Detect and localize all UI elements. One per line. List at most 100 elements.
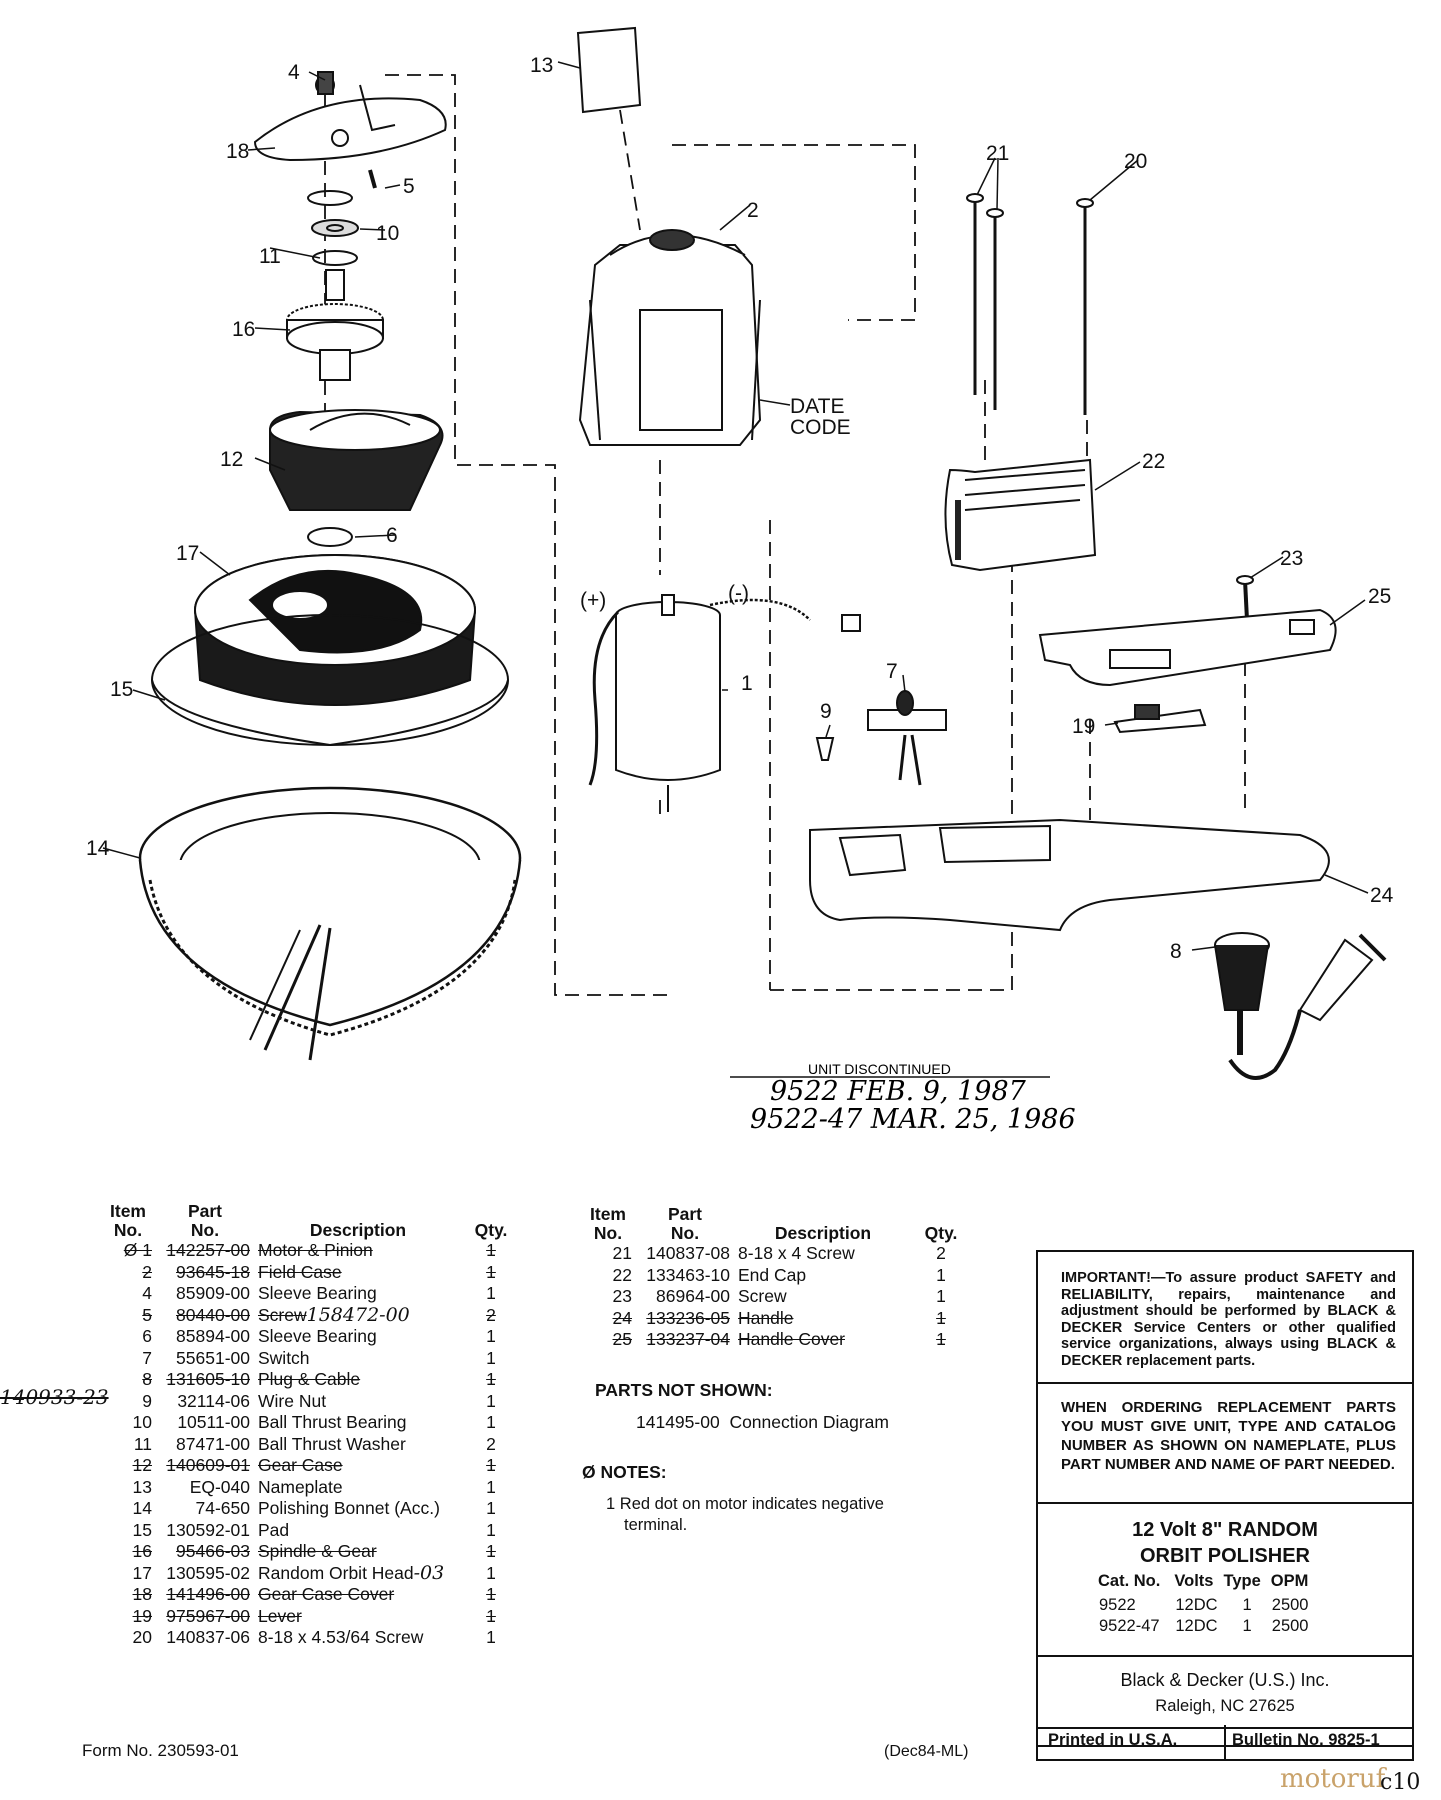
part-cell: 140609-01 [166,1455,250,1475]
callout-14: 14 [86,837,110,860]
handwritten-note: -03 [413,1561,445,1584]
qty-cell: 1 [936,1264,946,1285]
callout-16: 16 [232,318,255,341]
spindle-gear-part [286,269,384,381]
spec-type: 1 [1242,1617,1252,1635]
printed-box: Printed in U.S.A. [1036,1725,1226,1761]
spec-volts: 12DC [1175,1617,1218,1635]
gear-case-part [269,409,444,511]
callout-2: 2 [747,199,759,222]
spec-header-type: Type [1223,1572,1261,1590]
description-cell: Sleeve Bearing [258,1283,377,1303]
description-cell: End Cap [738,1264,807,1285]
callout-9: 9 [820,700,832,723]
product-title-line2: ORBIT POLISHER [1139,1545,1310,1567]
company-name: Black & Decker (U.S.) Inc. [1120,1670,1330,1690]
qty-cell: 1 [936,1286,946,1306]
product-title-line1: 12 Volt 8" RANDOM [1132,1519,1318,1541]
handwritten-note: 158472-00 [306,1303,410,1326]
qty-cell: 1 [486,1455,496,1475]
description-cell: Field Case [258,1261,342,1282]
discontinued-heading: UNIT DISCONTINUED [808,1061,951,1077]
random-orbit-head-part [194,554,476,706]
description-cell: Switch [258,1347,310,1368]
callout-23: 23 [1280,547,1303,570]
item-cell: 19 [132,1605,152,1626]
notes-heading: Ø NOTES: [582,1462,667,1482]
item-cell: 22 [612,1264,632,1285]
exploded-parts-diagram: 4 13 18 5 11 10 16 12 6 17 15 14 2 DATE … [86,26,1394,1135]
item-cell: 8 [142,1369,152,1389]
discontinued-line-1: 9522 FEB. 9, 1987 [770,1076,1027,1107]
callout-date: DATE [790,395,844,418]
callout-1: 1 [741,672,753,695]
item-cell: 14 [132,1498,152,1518]
part-cell: 85894-00 [176,1326,250,1346]
part-cell: 10511-00 [177,1412,250,1432]
date-code: (Dec84-ML) [884,1743,969,1760]
qty-cell: 1 [486,1498,496,1518]
part-cell: 133236-05 [646,1307,730,1328]
note-1: 1 Red dot on motor indicates negative te… [606,1494,884,1536]
qty-cell: 1 [486,1627,496,1647]
callout-10: 10 [376,222,399,245]
callout-11: 11 [259,245,281,268]
description-cell: Motor & Pinion [258,1240,373,1260]
description-cell: 8-18 x 4.53/64 Screw [258,1627,424,1647]
part-cell: 74-650 [195,1498,251,1518]
item-cell: 4 [142,1283,152,1303]
handle-part [809,818,1330,932]
callout-25: 25 [1368,585,1391,608]
spec-volts: 12DC [1175,1596,1218,1614]
description-cell: Pad [258,1519,290,1540]
qty-cell: 1 [486,1283,496,1303]
description-cell: 8-18 x 4 Screw [738,1243,855,1263]
table-row: 4 85909-00 Sleeve Bearing 1 [100,1283,520,1305]
part-cell: 85909-00 [176,1283,250,1303]
product-spec-table: Cat. No. Volts Type OPM 9522 12DC 1 2500… [1098,1572,1309,1637]
qty-cell: 1 [486,1347,496,1368]
printed-in: Printed in U.S.A. [1048,1731,1178,1749]
description-cell: Plug & Cable [258,1369,361,1389]
callout-minus: (-) [728,582,749,605]
gear-case-cover-part [253,71,447,162]
info-divider-1 [1038,1382,1412,1384]
parts-not-shown-item: 141495-00 Connection Diagram [636,1412,889,1433]
callout-21: 21 [986,142,1009,165]
part-cell: 93645-18 [176,1261,250,1282]
item-cell: 7 [142,1347,152,1368]
spec-cat: 9522-47 [1099,1617,1160,1635]
part-cell: 141496-00 [166,1584,250,1604]
callout-6: 6 [386,524,398,547]
callout-8: 8 [1170,940,1182,963]
description-cell: Screw [738,1286,787,1306]
item-cell: 17 [132,1562,152,1583]
item-cell: 9 [142,1390,152,1411]
qty-cell: 1 [936,1329,946,1349]
qty-cell: 1 [486,1261,496,1282]
spec-header-cat: Cat. No. [1098,1572,1161,1590]
item-cell: 13 [132,1476,152,1497]
item-cell: 20 [132,1627,152,1647]
qty-cell: 1 [486,1476,496,1497]
callout-12: 12 [220,448,243,471]
qty-cell: 1 [486,1326,496,1346]
note-1-number: 1 [606,1495,616,1513]
callout-5: 5 [403,175,415,198]
